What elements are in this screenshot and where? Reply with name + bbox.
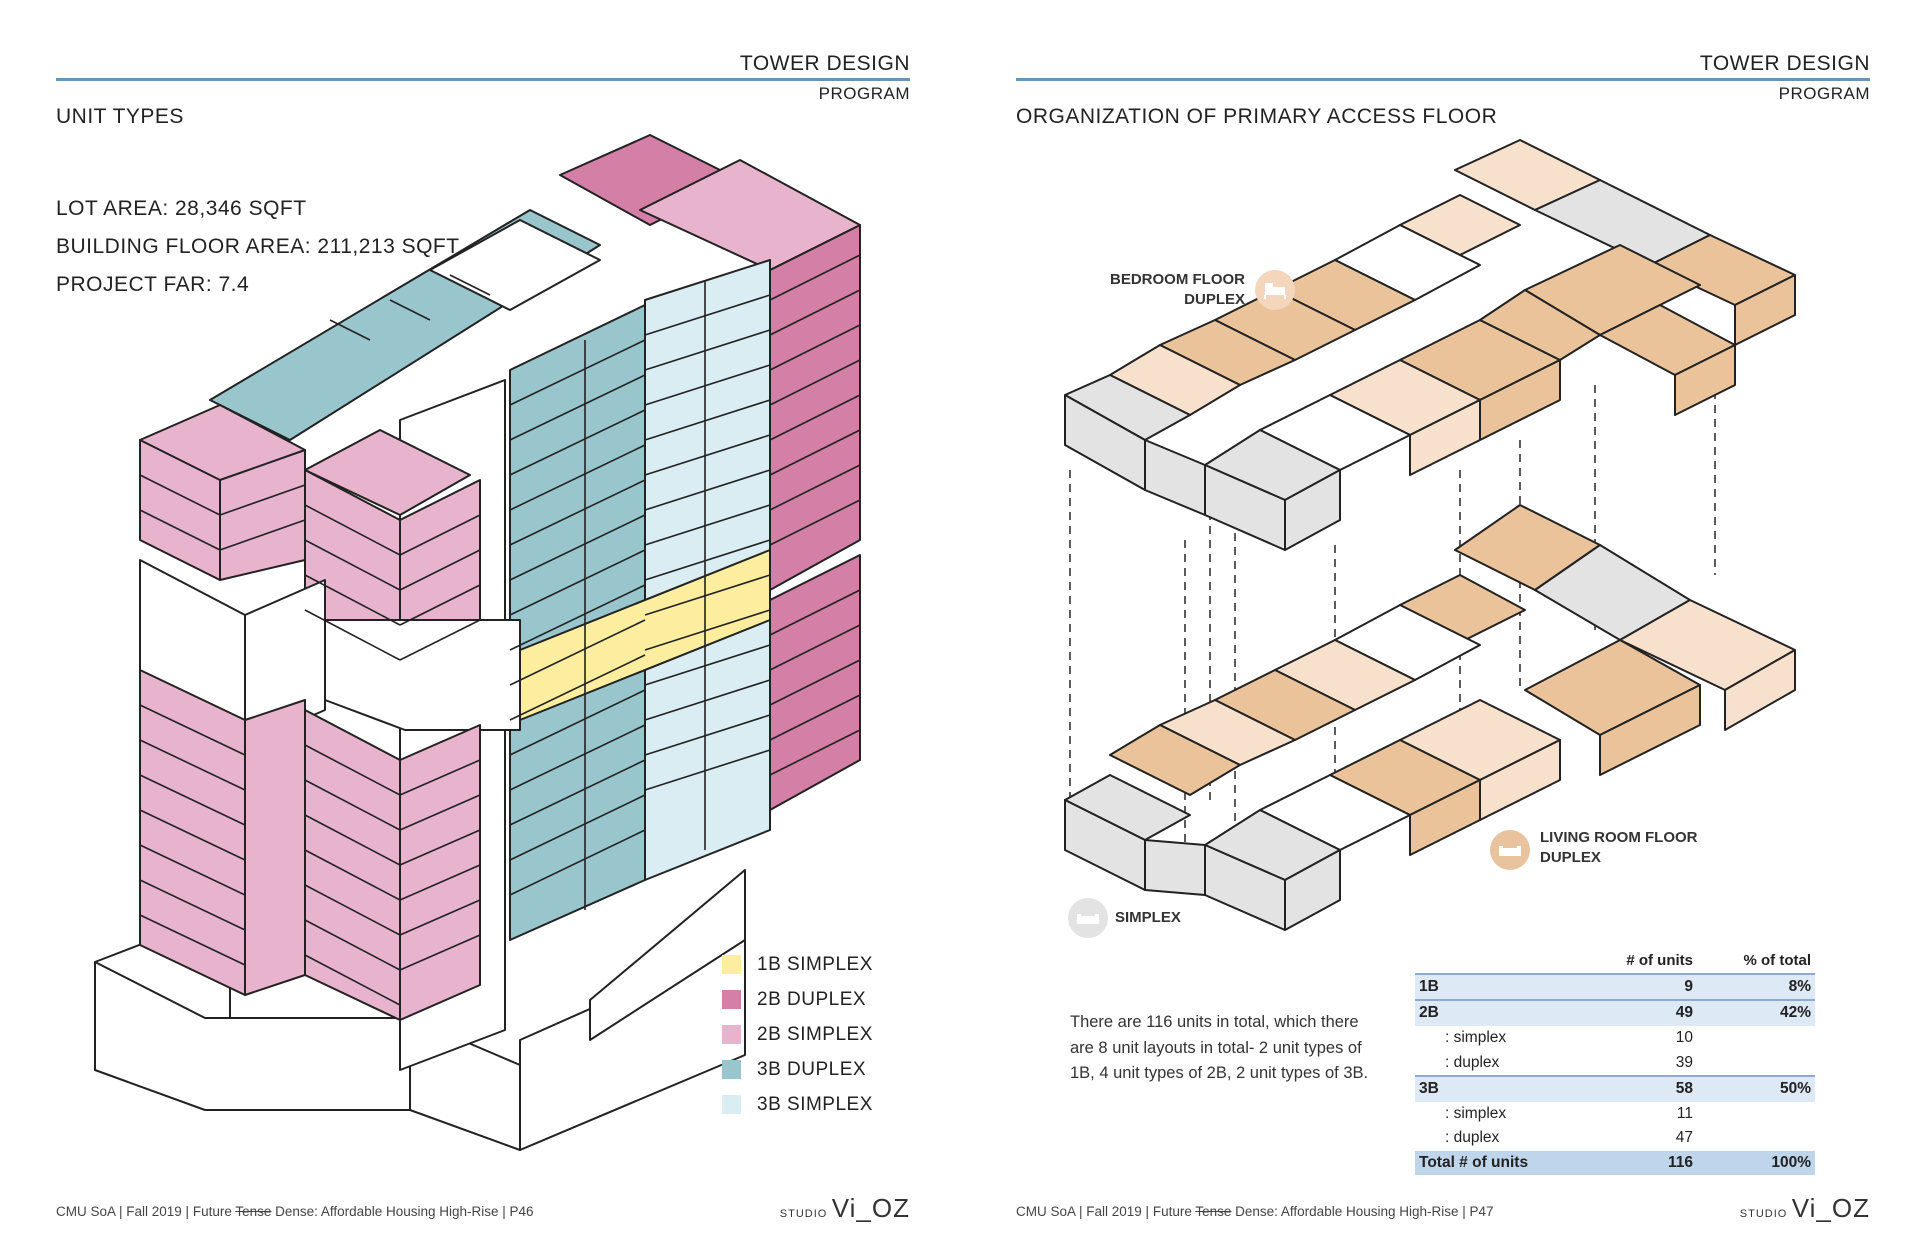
header-rule xyxy=(1016,78,1870,81)
table-header-row: # of units % of total xyxy=(1626,951,1811,969)
studio-logo: STUDIO Vi_OZ xyxy=(779,1193,910,1223)
bed-icon xyxy=(1255,270,1295,310)
page-footer: CMU SoA | Fall 2019 | Future Tense Dense… xyxy=(1016,1204,1494,1219)
page-left: TOWER DESIGN PROGRAM UNIT TYPES LOT AREA… xyxy=(56,52,910,1223)
header-rule xyxy=(56,78,910,81)
header-title: TOWER DESIGN xyxy=(1699,52,1870,75)
sofa-icon xyxy=(1068,898,1108,938)
header-subtitle: PROGRAM xyxy=(1778,84,1870,103)
legend-item-1b-simplex: 1B SIMPLEX xyxy=(722,947,873,982)
callout-simplex: SIMPLEX xyxy=(1115,909,1181,926)
studio-logo: STUDIO Vi_OZ xyxy=(1739,1193,1870,1223)
stat-far: PROJECT FAR: 7.4 xyxy=(56,273,250,296)
unit-description: There are 116 units in total, which ther… xyxy=(1070,1013,1369,1082)
callout-bedroom-floor: BEDROOM FLOOR DUPLEX xyxy=(1110,271,1245,308)
stat-floor-area: BUILDING FLOOR AREA: 211,213 SQFT xyxy=(56,235,460,258)
unit-count-table: # of units % of total 1B 9 8% 2B 49 42% … xyxy=(1415,948,1815,1176)
sofa-icon xyxy=(1490,830,1530,870)
access-floor-exploded-diagram xyxy=(1064,139,1796,931)
callout-living-room-floor: LIVING ROOM FLOOR DUPLEX xyxy=(1540,829,1698,866)
header-title: TOWER DESIGN xyxy=(739,52,910,75)
legend-swatch xyxy=(722,1060,741,1079)
legend-swatch xyxy=(722,955,741,974)
legend-item-2b-simplex: 2B SIMPLEX xyxy=(722,1017,873,1052)
legend-swatch xyxy=(722,990,741,1009)
page-footer: CMU SoA | Fall 2019 | Future Tense Dense… xyxy=(56,1204,534,1219)
legend-swatch xyxy=(722,1025,741,1044)
table-row: 3B 58 50% xyxy=(1415,1074,1815,1102)
stats-block: LOT AREA: 28,346 SQFT BUILDING FLOOR ARE… xyxy=(56,190,460,304)
page-right: TOWER DESIGN PROGRAM ORGANIZATION OF PRI… xyxy=(960,0,1920,1242)
stat-lot-area: LOT AREA: 28,346 SQFT xyxy=(56,197,307,220)
table-total-row: Total # of units 116 100% xyxy=(1415,1150,1815,1176)
legend-item-2b-duplex: 2B DUPLEX xyxy=(722,982,873,1017)
section-title: UNIT TYPES xyxy=(56,105,184,128)
legend-item-3b-duplex: 3B DUPLEX xyxy=(722,1052,873,1087)
legend-swatch xyxy=(722,1095,741,1114)
table-row: 1B 9 8% xyxy=(1415,972,1815,1001)
section-title: ORGANIZATION OF PRIMARY ACCESS FLOOR xyxy=(1016,105,1498,128)
legend-item-3b-simplex: 3B SIMPLEX xyxy=(722,1087,873,1122)
table-row: 2B 49 42% xyxy=(1415,999,1815,1026)
unit-type-legend: 1B SIMPLEX 2B DUPLEX 2B SIMPLEX 3B DUPLE… xyxy=(722,947,873,1122)
table-row: : simplex 11 xyxy=(1445,1104,1693,1122)
tower-axonometric-diagram xyxy=(94,134,861,1151)
header-subtitle: PROGRAM xyxy=(818,84,910,103)
table-row: : duplex 39 xyxy=(1445,1053,1693,1071)
table-row: : duplex 47 xyxy=(1445,1129,1693,1147)
table-row: : simplex 10 xyxy=(1445,1029,1693,1047)
